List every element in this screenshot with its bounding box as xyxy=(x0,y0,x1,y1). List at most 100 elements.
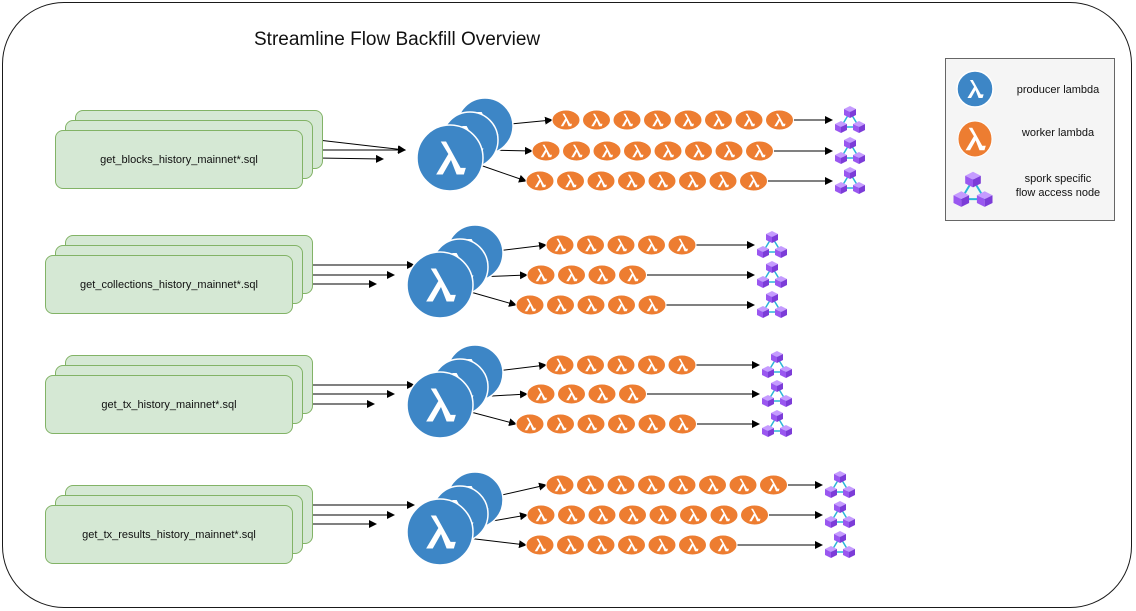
flow-access-node-icon xyxy=(835,137,865,164)
worker-lambda-icon xyxy=(526,383,556,405)
diagram-title: Streamline Flow Backfill Overview xyxy=(254,29,541,50)
worker-lambda-icon xyxy=(606,354,636,376)
sql-to-producer-arrow xyxy=(317,154,384,163)
lambda-symbol xyxy=(662,144,674,158)
flow-access-node-icon xyxy=(825,471,855,498)
worker-lambda-icon xyxy=(734,109,764,131)
lambda-symbol xyxy=(723,144,735,158)
lambda-symbol xyxy=(596,387,608,401)
worker-lambda-icon xyxy=(526,504,556,526)
worker-lambda-icon xyxy=(556,534,585,556)
worker-lambda-icon xyxy=(606,234,636,256)
legend: producer lambda worker lambda spork spec… xyxy=(945,58,1115,221)
worker-lambda-icon xyxy=(612,109,642,131)
lambda-symbol xyxy=(554,358,566,372)
flow-access-node-icon xyxy=(835,167,865,194)
legend-node-label-line1: spork specific xyxy=(1024,173,1092,185)
sql-file-label: get_tx_history_mainnet*.sql xyxy=(101,398,237,411)
worker-lambda-icon xyxy=(525,534,555,556)
flow-access-node-icon xyxy=(762,410,792,437)
legend-worker-label: worker lambda xyxy=(1021,127,1095,139)
worker-lambda-icon xyxy=(515,294,545,316)
worker-lambda-icon xyxy=(647,534,677,556)
lambda-symbol xyxy=(596,508,608,522)
lambda-symbol xyxy=(540,144,552,158)
worker-lambda-icon xyxy=(709,504,739,526)
lambda-symbol xyxy=(748,174,760,188)
worker-lambda-icon xyxy=(708,170,738,192)
flow-access-node-icon xyxy=(825,531,855,558)
worker-lambda-icon xyxy=(647,170,677,192)
worker-lambda-icon xyxy=(592,140,622,162)
producer-to-worker-arrow xyxy=(476,163,527,183)
worker-lambda-icon xyxy=(582,109,611,131)
lambda-symbol xyxy=(585,417,597,431)
lambda-symbol xyxy=(768,478,780,492)
flow-access-node-icon xyxy=(757,261,787,288)
worker-lambda-icon xyxy=(576,413,606,435)
lambda-symbol xyxy=(646,478,658,492)
lambda-symbol xyxy=(718,508,730,522)
worker-lambda-icon xyxy=(704,109,733,131)
worker-lambda-icon xyxy=(586,534,616,556)
lambda-symbol xyxy=(687,538,699,552)
worker-lambda-icon xyxy=(623,140,652,162)
worker-lambda-icon xyxy=(678,534,707,556)
lambda-symbol xyxy=(426,388,456,422)
sql-file-box: get_collections_history_mainnet*.sql xyxy=(45,255,293,314)
lambda-symbol xyxy=(646,238,658,252)
worker-lambda-icon xyxy=(557,264,586,286)
worker-lambda-icon xyxy=(667,234,697,256)
lambda-symbol xyxy=(585,298,597,312)
worker-lambda-icon xyxy=(668,413,697,435)
lambda-symbol xyxy=(646,358,658,372)
lambda-symbol xyxy=(656,174,668,188)
flow-access-node-icon xyxy=(825,501,855,528)
sql-file-label: get_collections_history_mainnet*.sql xyxy=(80,278,258,291)
producer-lambda-icon xyxy=(406,371,474,439)
worker-lambda-icon xyxy=(557,383,586,405)
lambda-symbol xyxy=(571,144,583,158)
worker-lambda-icon xyxy=(740,504,769,526)
worker-lambda-icon xyxy=(618,383,647,405)
lambda-symbol xyxy=(555,298,567,312)
lambda-symbol xyxy=(591,113,603,127)
lambda-symbol xyxy=(615,238,627,252)
worker-lambda-icon xyxy=(557,504,586,526)
worker-lambda-icon xyxy=(607,294,636,316)
sql-file-box: get_tx_history_mainnet*.sql xyxy=(45,375,293,434)
sql-file-label: get_blocks_history_mainnet*.sql xyxy=(100,153,258,166)
worker-lambda-icon xyxy=(556,170,585,192)
sql-file-box: get_tx_results_history_mainnet*.sql xyxy=(45,505,293,564)
worker-lambda-icon xyxy=(648,504,678,526)
worker-lambda-icon xyxy=(667,354,697,376)
worker-lambda-icon xyxy=(618,264,647,286)
lambda-symbol xyxy=(652,113,664,127)
lambda-symbol xyxy=(717,174,729,188)
lambda-symbol xyxy=(682,113,694,127)
flow-access-node-icon xyxy=(762,380,792,407)
lambda-symbol xyxy=(616,298,628,312)
lambda-symbol xyxy=(749,508,761,522)
lambda-symbol xyxy=(626,174,638,188)
worker-lambda-icon xyxy=(545,474,575,496)
lambda-symbol xyxy=(632,144,644,158)
producer-lambda-icon xyxy=(406,498,474,566)
lambda-symbol xyxy=(676,478,688,492)
lambda-symbol xyxy=(585,478,597,492)
worker-lambda-icon xyxy=(531,140,561,162)
lambda-symbol xyxy=(595,538,607,552)
worker-lambda-icon xyxy=(576,474,605,496)
lambda-symbol xyxy=(524,298,536,312)
lambda-symbol xyxy=(426,515,456,549)
lambda-symbol xyxy=(627,387,639,401)
lambda-symbol xyxy=(554,238,566,252)
lambda-symbol xyxy=(676,238,688,252)
worker-lambda-icon xyxy=(739,170,768,192)
worker-lambda-icon xyxy=(587,504,617,526)
lambda-symbol xyxy=(657,508,669,522)
flow-access-node-icon xyxy=(762,351,792,378)
lambda-symbol xyxy=(656,538,668,552)
